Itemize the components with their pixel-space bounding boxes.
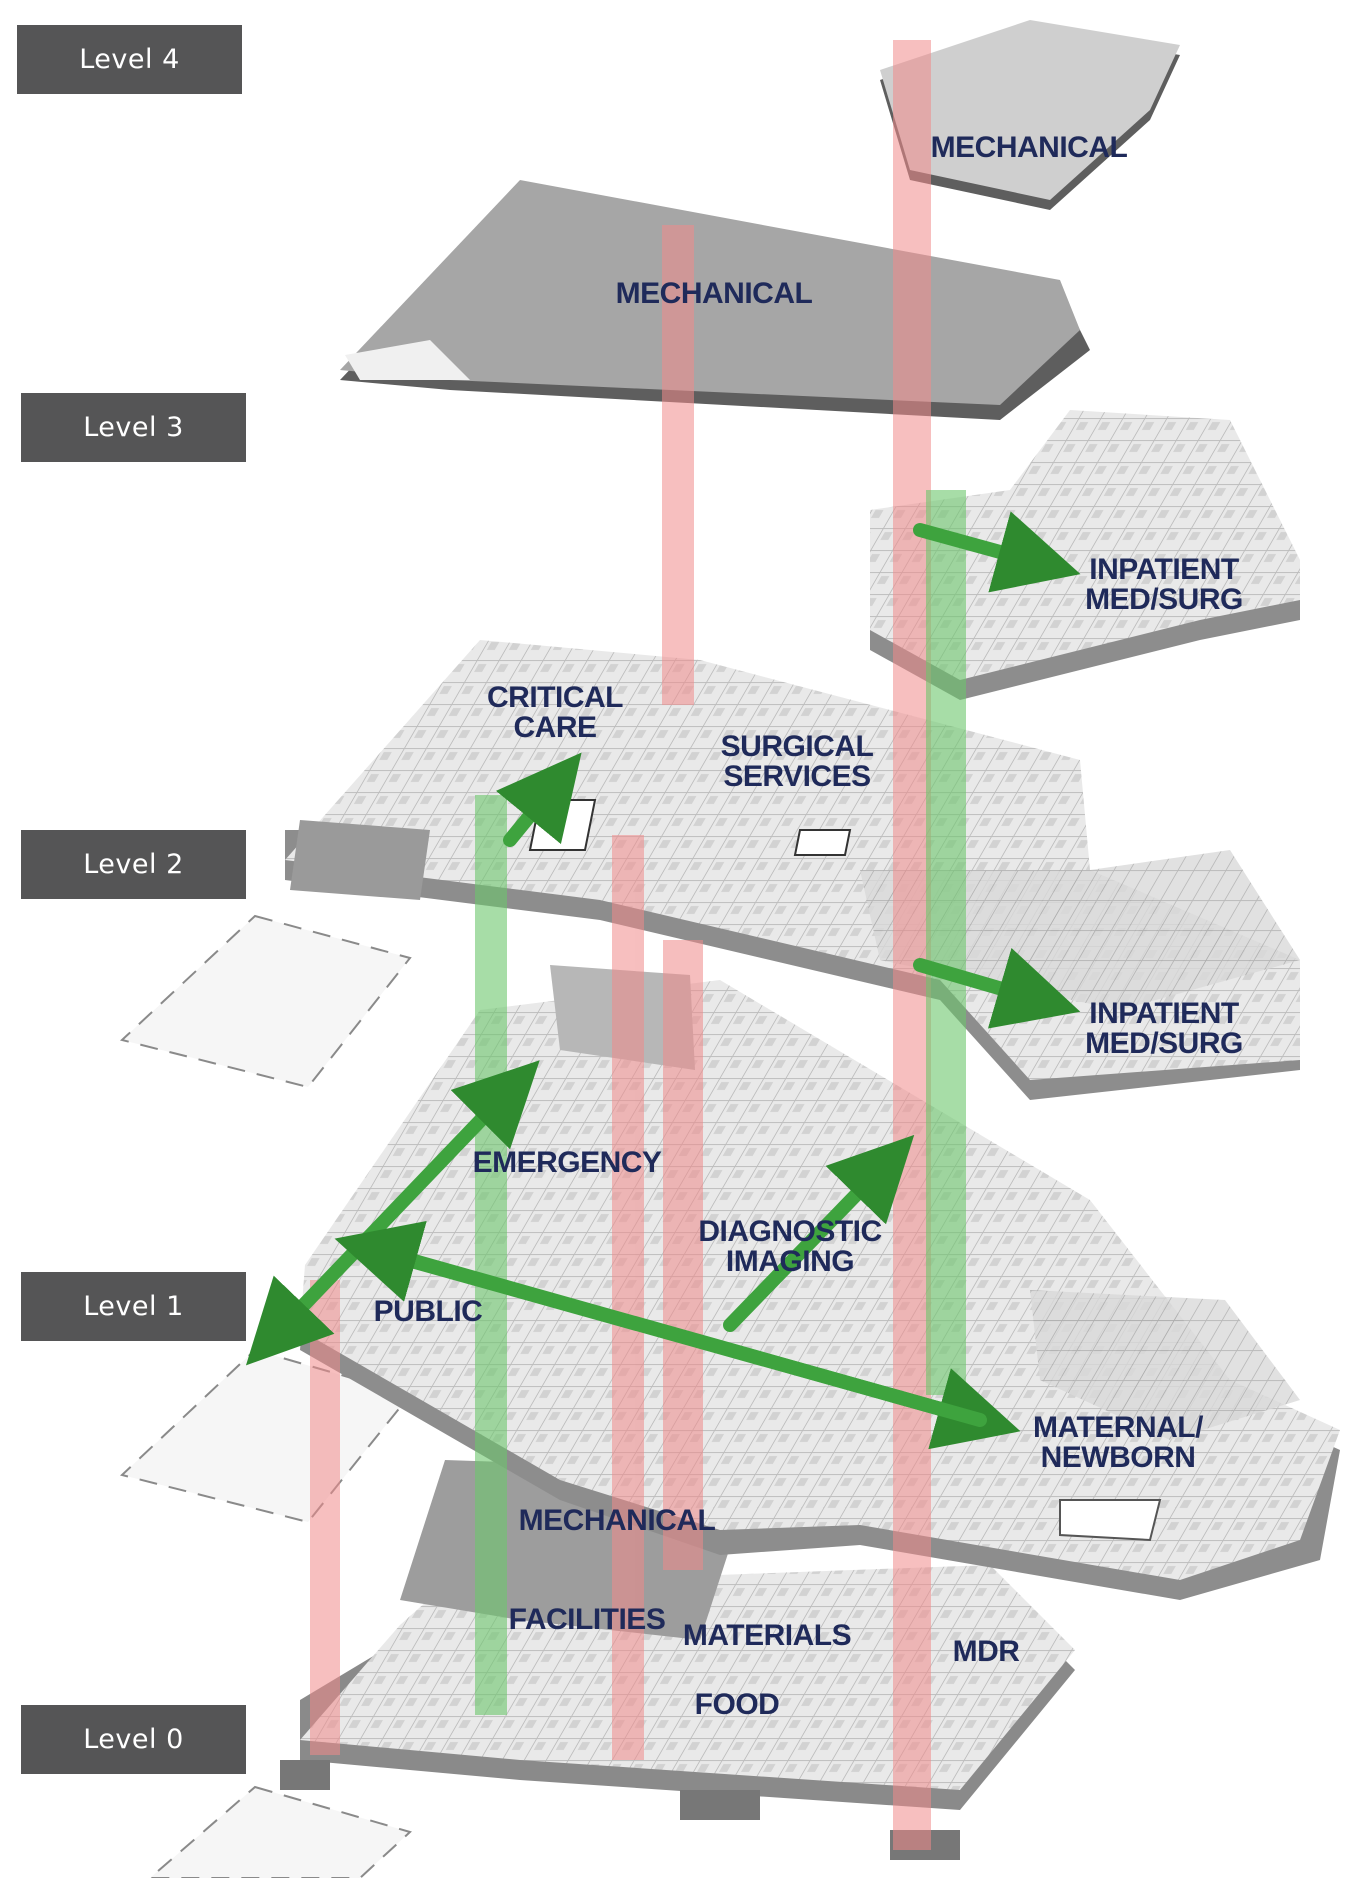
label-materials: MATERIALS	[682, 1619, 852, 1652]
label-critical-care: CRITICAL CARE	[487, 681, 623, 744]
label-maternal-newborn: MATERNAL/ NEWBORN	[1033, 1411, 1203, 1474]
level-badge-2: Level 2	[21, 830, 246, 899]
ghost-outline-level-0	[148, 1785, 412, 1878]
label-food: FOOD	[694, 1688, 780, 1721]
vertical-circulation-green	[475, 490, 966, 1715]
label-mechanical-level-0: MECHANICAL	[518, 1504, 716, 1537]
label-mechanical-roof: MECHANICAL	[930, 131, 1128, 164]
floor-plate-roof	[880, 20, 1180, 210]
label-public: PUBLIC	[373, 1295, 483, 1328]
vertical-circulation-red	[310, 40, 931, 1850]
label-inpatient-med-surg-level-2: INPATIENT MED/SURG	[1085, 997, 1243, 1060]
label-mdr: MDR	[952, 1635, 1020, 1668]
label-diagnostic-imaging: DIAGNOSTIC IMAGING	[698, 1215, 882, 1278]
level-badge-4: Level 4	[17, 25, 242, 94]
label-facilities: FACILITIES	[508, 1603, 666, 1636]
floor-plate-level-3	[870, 410, 1300, 700]
label-inpatient-med-surg-level-3: INPATIENT MED/SURG	[1085, 553, 1243, 616]
label-surgical-services: SURGICAL SERVICES	[720, 730, 874, 793]
floor-plate-level-1	[300, 965, 1340, 1600]
horizontal-circulation-arrows	[245, 511, 1081, 1450]
label-emergency: EMERGENCY	[472, 1146, 662, 1179]
level-badge-1: Level 1	[21, 1272, 246, 1341]
level-badge-3: Level 3	[21, 393, 246, 462]
level-badge-0: Level 0	[21, 1705, 246, 1774]
label-mechanical-level-4: MECHANICAL	[615, 277, 813, 310]
ghost-outline-level-2	[119, 914, 412, 1089]
